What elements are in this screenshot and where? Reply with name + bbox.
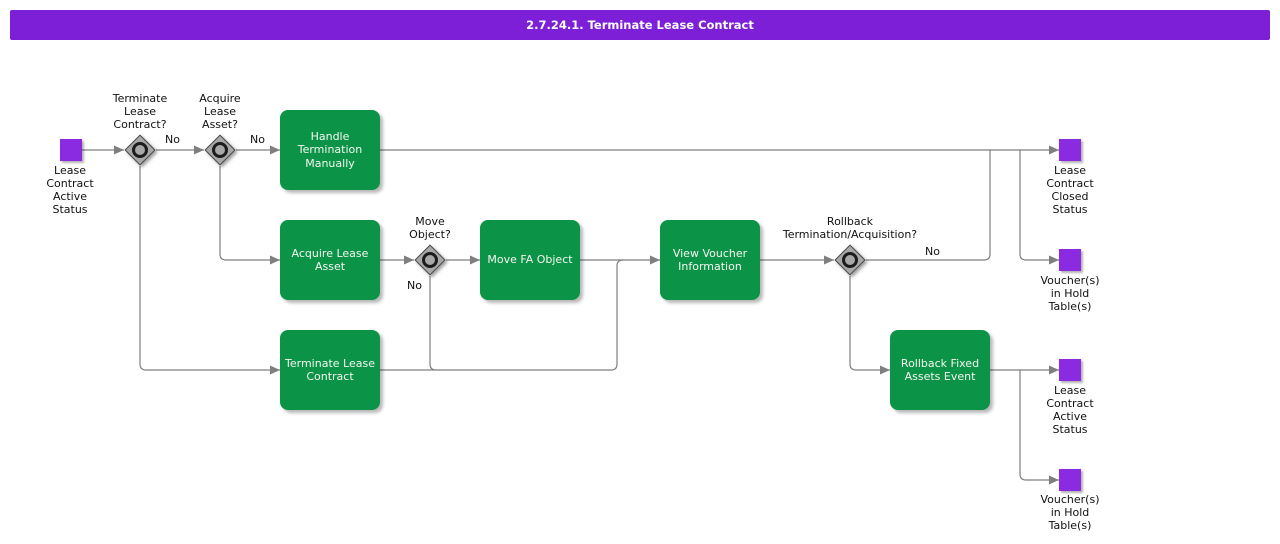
no-label-decision1: No <box>165 133 180 146</box>
end-event-lease-contract-closed[interactable] <box>1059 139 1081 161</box>
no-label-decision4: No <box>925 245 940 258</box>
end-event-label-active: Lease Contract Active Status <box>1046 384 1094 436</box>
decision-ring-icon <box>212 142 228 158</box>
task-label: Rollback Fixed Assets Event <box>900 356 980 384</box>
page-title: 2.7.24.1. Terminate Lease Contract <box>10 10 1270 40</box>
task-move-fa-object[interactable]: Move FA Object <box>480 220 580 300</box>
end-event-vouchers-hold-top[interactable] <box>1059 249 1081 271</box>
task-terminate-lease-contract[interactable]: Terminate Lease Contract <box>280 330 380 410</box>
connector-branch-to-vouchers-bottom <box>1019 370 1059 485</box>
decision-label-rollback-termination: Rollback Termination/Acquisition? <box>782 215 918 241</box>
connector-branch-to-vouchers-top <box>1019 150 1059 265</box>
end-event-vouchers-hold-bottom[interactable] <box>1059 469 1081 491</box>
end-event-label-closed: Lease Contract Closed Status <box>1046 164 1094 216</box>
decision-ring-icon <box>132 142 148 158</box>
task-label: Handle Termination Manually <box>297 129 363 170</box>
end-event-lease-contract-active[interactable] <box>1059 359 1081 381</box>
decision-ring-icon <box>842 252 858 268</box>
start-event-lease-contract-active[interactable] <box>60 139 82 161</box>
decision-label-acquire-lease-asset: Acquire Lease Asset? <box>199 92 241 131</box>
connector-terminate-task-to-merge <box>380 259 624 371</box>
decision-rollback-termination[interactable] <box>833 243 867 277</box>
task-handle-termination-manually[interactable]: Handle Termination Manually <box>280 110 380 190</box>
task-view-voucher-information[interactable]: View Voucher Information <box>660 220 760 300</box>
connector-decision2-yes-to-acquire-task <box>219 166 280 265</box>
connector-decision4-yes-to-rollback-task <box>849 276 890 375</box>
start-event-label: Lease Contract Active Status <box>46 164 94 216</box>
connector-decision1-yes-to-terminate-task <box>139 166 280 375</box>
task-acquire-lease-asset[interactable]: Acquire Lease Asset <box>280 220 380 300</box>
decision-ring-icon <box>422 252 438 268</box>
decision-move-object[interactable] <box>413 243 447 277</box>
end-event-label-vouchers-top: Voucher(s) in Hold Table(s) <box>1040 274 1100 313</box>
no-label-decision2: No <box>250 133 265 146</box>
end-event-label-vouchers-bottom: Voucher(s) in Hold Table(s) <box>1040 493 1100 532</box>
task-rollback-fixed-assets-event[interactable]: Rollback Fixed Assets Event <box>890 330 990 410</box>
task-label: Move FA Object <box>487 253 573 267</box>
connector-decision4-no-up <box>866 150 991 261</box>
decision-acquire-lease-asset[interactable] <box>203 133 237 167</box>
task-label: Terminate Lease Contract <box>285 356 375 384</box>
no-label-decision3: No <box>407 279 422 292</box>
task-label: Acquire Lease Asset <box>291 246 369 274</box>
decision-label-move-object: Move Object? <box>409 215 451 241</box>
task-label: View Voucher Information <box>672 246 748 274</box>
connector-decision3-no-down <box>429 276 437 371</box>
decision-label-terminate-lease-contract: Terminate Lease Contract? <box>112 92 168 131</box>
decision-terminate-lease-contract[interactable] <box>123 133 157 167</box>
